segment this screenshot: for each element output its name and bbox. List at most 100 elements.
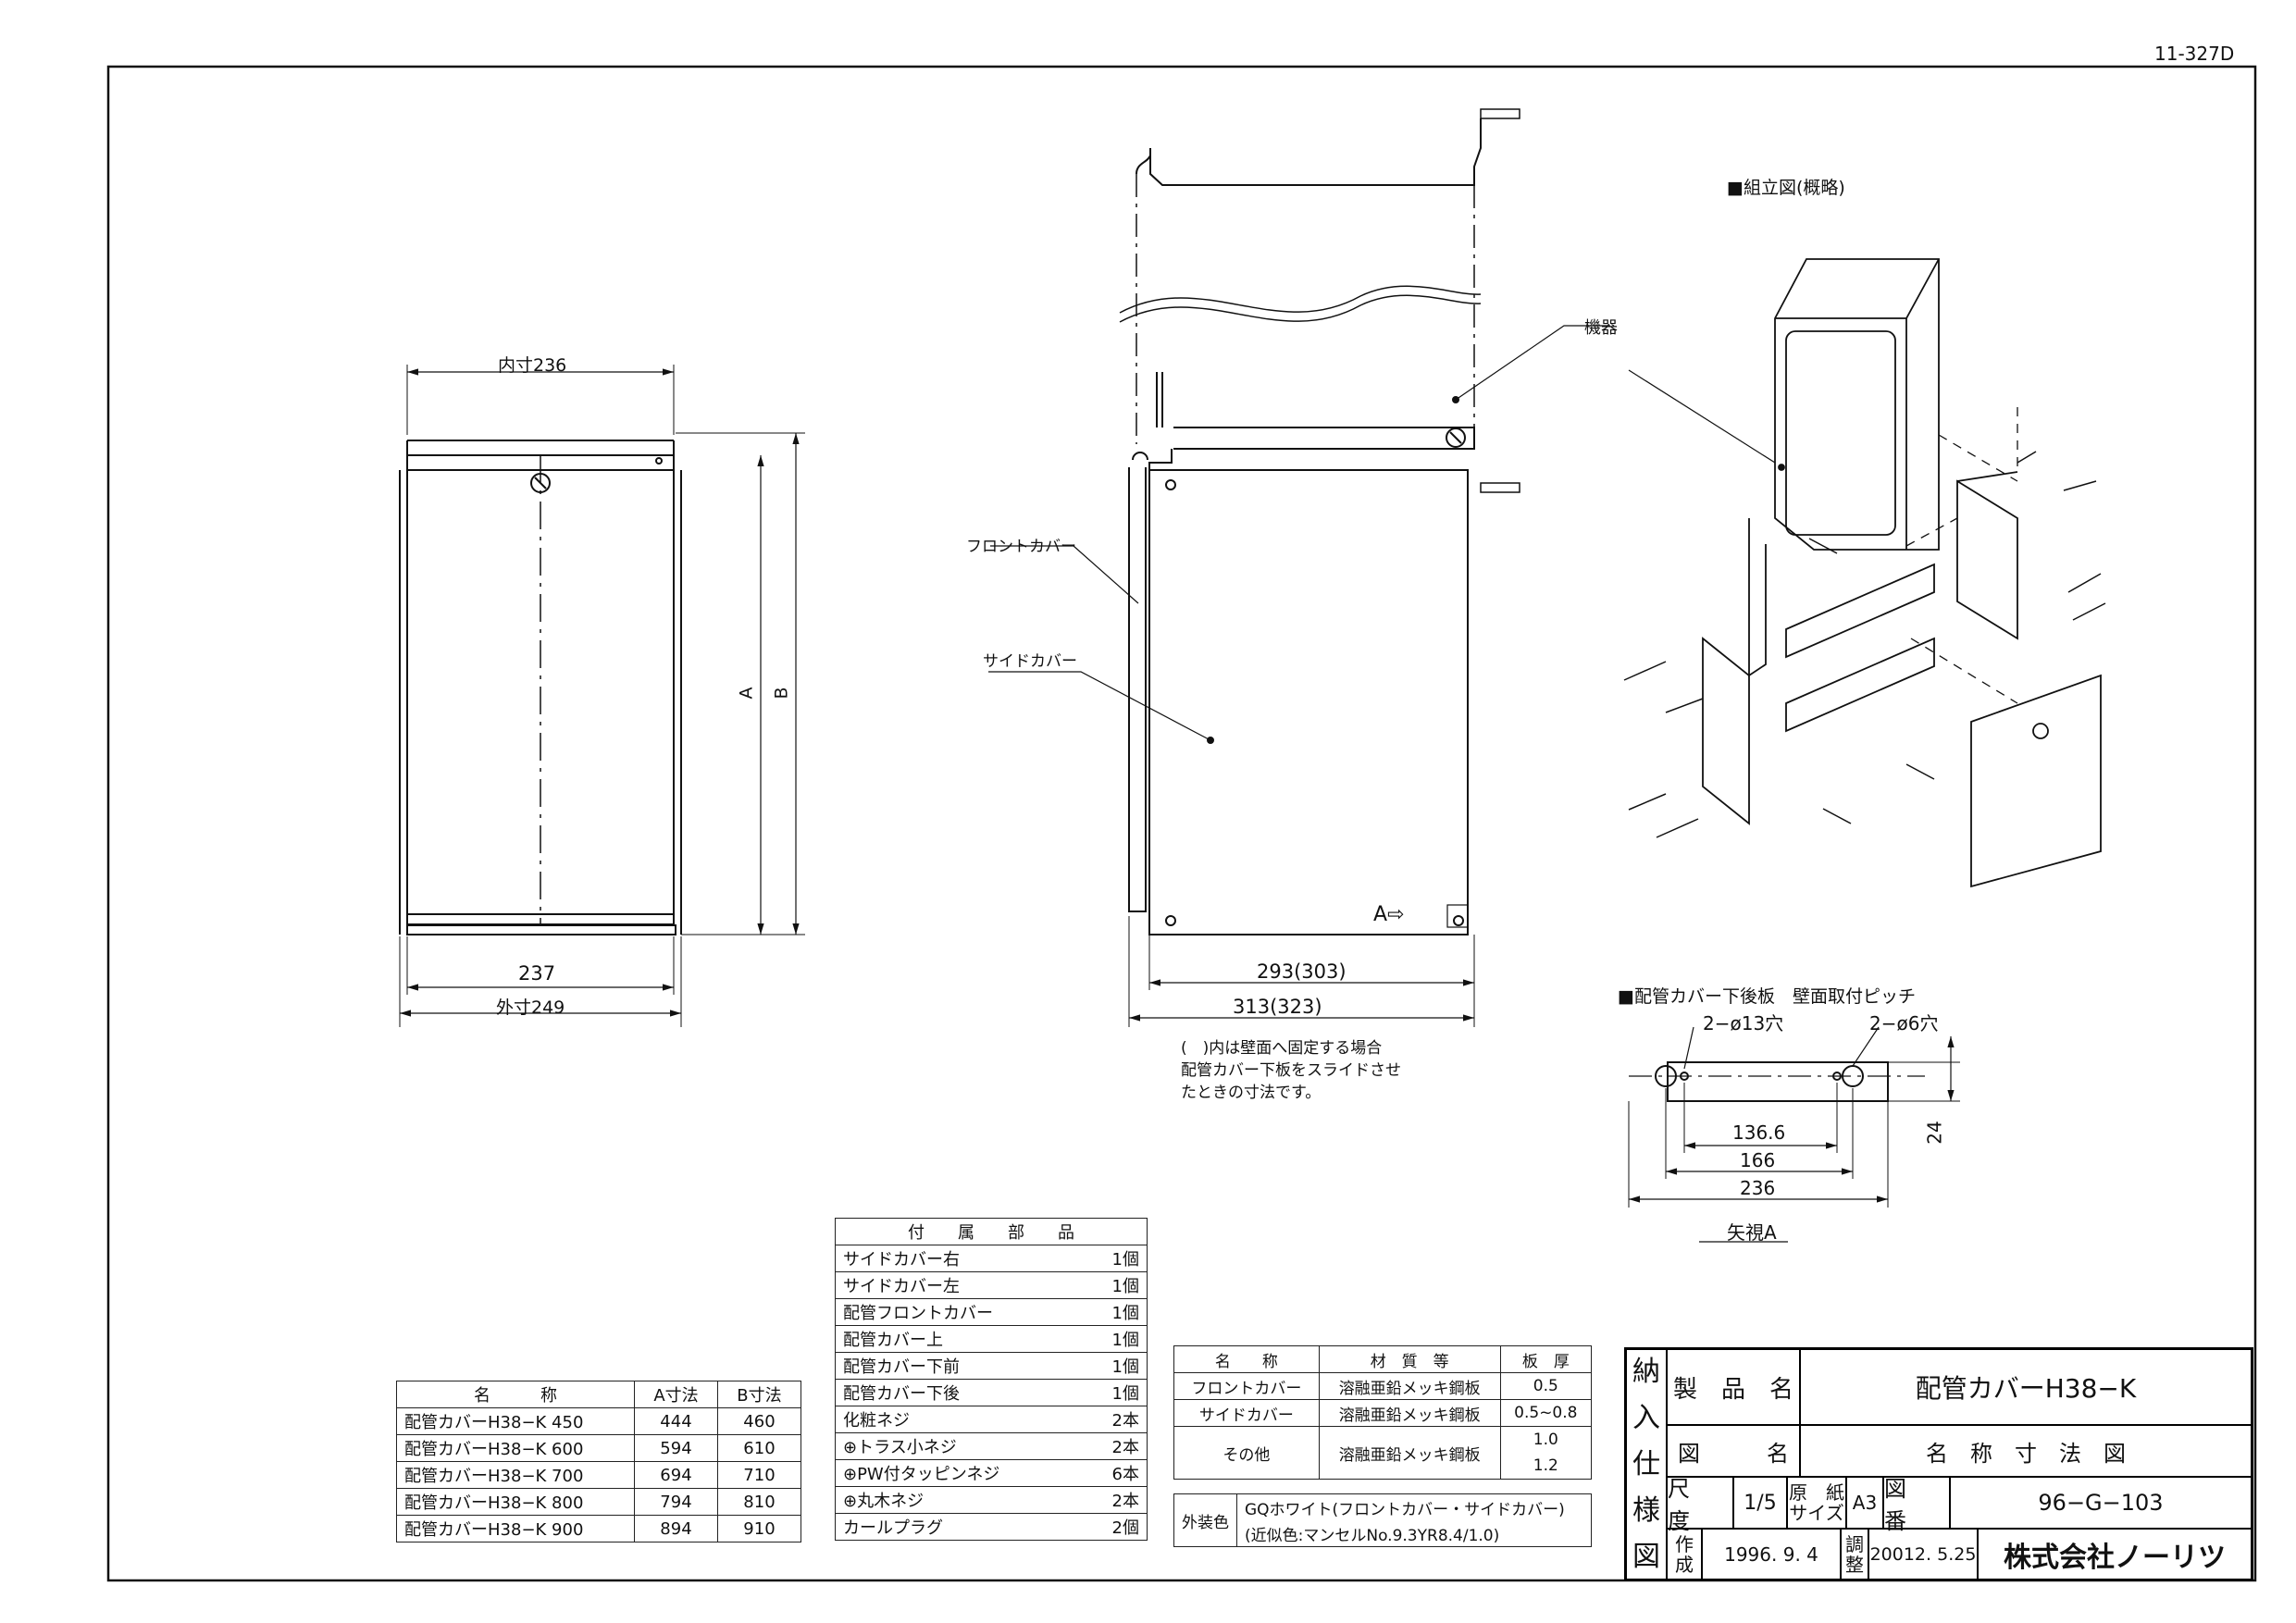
table-header-row: 名 称 A寸法 B寸法: [396, 1381, 802, 1408]
part-qty: 2個: [1085, 1513, 1148, 1541]
drawing-name: 名 称 寸 法 図: [1800, 1425, 2252, 1477]
title-block: 納 入 仕 様 図 製 品 名 配管カバーH38−K 図 名 名 称 寸 法 図…: [1624, 1347, 2253, 1580]
part-qty: 2本: [1085, 1486, 1148, 1514]
material-thickness: 0.5: [1499, 1372, 1593, 1400]
table-header-row: 名 称 材 質 等 板 厚: [1173, 1345, 1593, 1373]
view-a-marker: A⇨: [1373, 903, 1405, 926]
b-value: 810: [716, 1488, 802, 1516]
color-label: 外装色: [1173, 1493, 1237, 1547]
a-value: 594: [634, 1434, 718, 1462]
color-table: 外装色 GQホワイト(フロントカバー・サイドカバー) (近似色:マンセルNo.9…: [1173, 1493, 1592, 1547]
d-166-label: 166: [1740, 1149, 1776, 1171]
spec-side-column: 納 入 仕 様 図: [1626, 1349, 1667, 1580]
side-char: 納: [1632, 1356, 1660, 1388]
part-name: 配管カバー下後: [834, 1379, 1086, 1406]
model-name: 配管カバーH38−K 800: [396, 1488, 635, 1516]
part-qty: 2本: [1085, 1406, 1148, 1433]
width-293-dim: 293(303): [1257, 960, 1347, 983]
material-thickness: 1.2: [1499, 1453, 1593, 1480]
part-name: 配管フロントカバー: [834, 1298, 1086, 1326]
part-name: ⊕PW付タッピンネジ: [834, 1459, 1086, 1487]
material-thickness: 1.0: [1499, 1426, 1593, 1453]
col-header-name: 名 称: [1173, 1345, 1320, 1373]
drawing-name-label: 図 名: [1667, 1425, 1800, 1477]
material-part: サイドカバー: [1173, 1399, 1320, 1427]
paper-label: 原 紙 サイズ: [1787, 1477, 1846, 1529]
hole-6-label: 2−ø6穴: [1869, 1012, 1939, 1035]
parts-header: 付 属 部 品: [835, 1218, 1148, 1245]
a-value: 694: [634, 1461, 718, 1489]
col-header-name: 名 称: [396, 1381, 635, 1408]
created-date: 1996. 9. 4: [1702, 1529, 1841, 1580]
part-name: ⊕丸木ネジ: [834, 1486, 1086, 1514]
col-header-material: 材 質 等: [1318, 1345, 1501, 1373]
assembly-heading: ■組立図(概略): [1727, 178, 1845, 198]
part-qty: 1個: [1085, 1245, 1148, 1272]
part-qty: 1個: [1085, 1271, 1148, 1299]
material-type: 溶融亜鉛メッキ鋼板: [1318, 1426, 1501, 1480]
dim-b-label: B: [771, 687, 792, 700]
part-qty: 2本: [1085, 1432, 1148, 1460]
drawing-number: 11-327D: [2154, 43, 2235, 65]
color-line-1: GQホワイト(フロントカバー・サイドカバー): [1236, 1493, 1592, 1520]
part-name: カールプラグ: [834, 1513, 1086, 1541]
table-row: 外装色 GQホワイト(フロントカバー・サイドカバー): [1173, 1493, 1592, 1547]
material-part: その他: [1173, 1426, 1320, 1480]
part-qty: 1個: [1085, 1298, 1148, 1326]
side-cover-label: サイドカバー: [983, 652, 1077, 671]
note-line-2: 配管カバー下板をスライドさせ: [1181, 1061, 1401, 1080]
note-line-1: ( )内は壁面へ固定する場合: [1181, 1039, 1383, 1058]
model-name: 配管カバーH38−K 900: [396, 1515, 635, 1542]
part-name: サイドカバー左: [834, 1271, 1086, 1299]
drawing-number-value: 96−G−103: [1950, 1477, 2252, 1529]
part-name: 化粧ネジ: [834, 1406, 1086, 1433]
table-row: 1.2: [1174, 1453, 1593, 1480]
model-name: 配管カバーH38−K 450: [396, 1407, 635, 1435]
side-char: 入: [1632, 1402, 1660, 1434]
company-name: 株式会社ノーリツ: [1978, 1529, 2252, 1580]
side-char: 様: [1632, 1494, 1660, 1527]
number-label: 図 番: [1883, 1476, 1950, 1534]
d-136-label: 136.6: [1732, 1121, 1786, 1144]
part-name: サイドカバー右: [834, 1245, 1086, 1272]
inner-width-dim: 内寸236: [498, 355, 567, 376]
b-value: 610: [716, 1434, 802, 1462]
part-name: ⊕トラス小ネジ: [834, 1432, 1086, 1460]
front-view: [399, 365, 805, 1027]
material-thickness: 0.5~0.8: [1499, 1399, 1593, 1427]
part-qty: 6本: [1085, 1459, 1148, 1487]
color-line-2: (近似色:マンセルNo.9.3YR8.4/1.0): [1236, 1520, 1592, 1547]
side-view: [988, 108, 1610, 1027]
scale-label: 尺 度: [1667, 1476, 1733, 1534]
pitch-detail: [1628, 1026, 1960, 1243]
part-qty: 1個: [1085, 1325, 1148, 1353]
pitch-heading: ■配管カバー下後板 壁面取付ピッチ: [1618, 986, 1916, 1007]
col-header-a: A寸法: [634, 1381, 718, 1408]
a-value: 894: [634, 1515, 718, 1542]
part-name: 配管カバー上: [834, 1325, 1086, 1353]
note-line-3: たときの寸法です。: [1181, 1084, 1322, 1102]
outer-width-dim: 外寸249: [496, 997, 565, 1018]
part-name: 配管カバー下前: [834, 1352, 1086, 1380]
width-313-dim: 313(323): [1233, 996, 1322, 1018]
d-24-label: 24: [1923, 1121, 1946, 1145]
